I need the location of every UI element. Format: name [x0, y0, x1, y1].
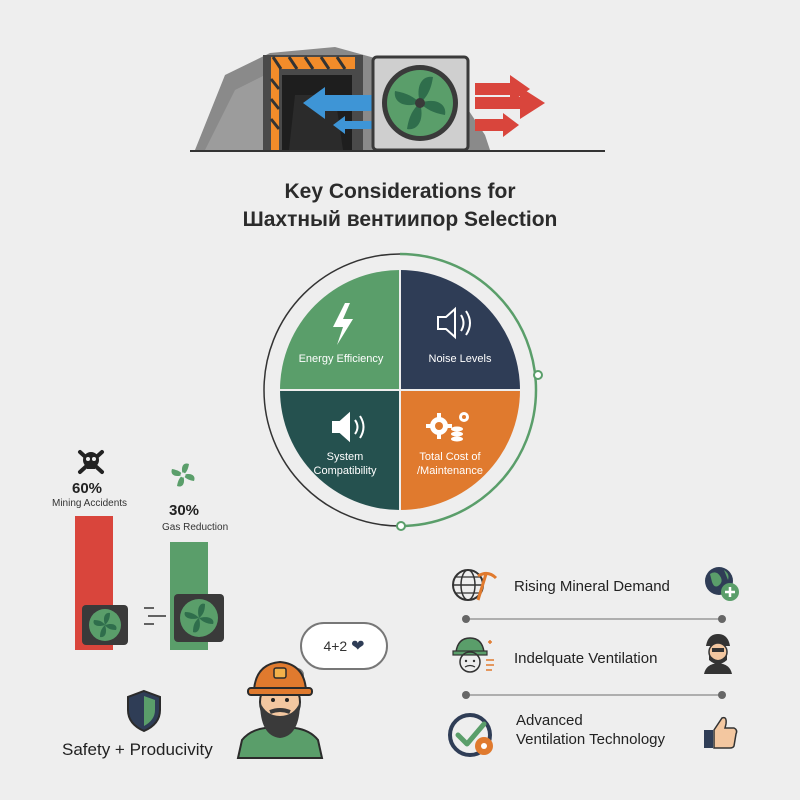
skull-icon	[78, 450, 104, 474]
red-arrow-icon	[475, 75, 530, 103]
thought-bubble: 4+2 ❤	[300, 622, 388, 670]
total-cost-label: Total Cost of /Maintenance	[416, 451, 484, 477]
factor-mineral-demand: Rising Mineral Demand	[514, 578, 670, 595]
factor-advanced-technology: Advanced Ventilation Technology	[516, 711, 665, 749]
safety-label: Safety + Producivity	[62, 740, 213, 759]
fan-unit-small	[82, 605, 128, 645]
gas-value: 30%	[169, 502, 200, 519]
ring-dot-right	[533, 370, 543, 380]
gear-coin-icon	[426, 412, 469, 442]
page-title: Key Considerations for Шахтный вентиипор…	[0, 178, 800, 234]
outer-ring	[263, 253, 537, 527]
miner-illustration	[236, 660, 324, 759]
gas-label: Gas Reduction	[162, 522, 229, 533]
airflow-lines	[144, 607, 166, 625]
miner-warning-icon	[452, 637, 494, 673]
system-compatibility-label: System Compatibility	[313, 451, 377, 477]
fan-icon	[394, 76, 446, 130]
factor-advanced-line-1: Advanced	[516, 712, 583, 729]
masked-miner-icon	[704, 634, 732, 674]
quadrant-energy	[280, 270, 399, 389]
lightning-icon	[333, 303, 353, 345]
speaker-icon	[437, 306, 471, 340]
ring-dot-bottom	[396, 521, 406, 531]
noise-levels-label: Noise Levels	[428, 353, 492, 365]
globe-plus-icon	[705, 567, 739, 601]
title-line-1: Key Considerations for	[284, 180, 516, 203]
accidents-label: Mining Accidents	[52, 498, 128, 509]
energy-efficiency-label: Energy Efficiency	[298, 353, 384, 365]
title-line-2: Шахтный вентиипор Selection	[242, 208, 558, 231]
heart-icon: ❤	[351, 638, 365, 655]
speaker-icon	[332, 411, 365, 443]
connector-line	[462, 615, 726, 623]
factor-inadequate-ventilation: Indelquate Ventilation	[514, 650, 658, 667]
blue-arrow-icon	[303, 87, 375, 119]
mine-tunnel-illustration	[190, 47, 605, 152]
thumbs-up-icon	[704, 716, 738, 749]
considerations-circle	[263, 252, 543, 531]
connector-line	[462, 691, 726, 699]
factor-advanced-line-2: Ventilation Technology	[516, 731, 666, 748]
check-gear-icon	[448, 713, 493, 757]
bubble-text: 4+2	[323, 638, 348, 654]
shield-icon	[127, 689, 161, 733]
globe-pickaxe-icon	[452, 569, 498, 601]
accidents-value: 60%	[72, 480, 103, 497]
fan-unit-large	[174, 594, 224, 642]
fan-icon	[171, 463, 195, 487]
